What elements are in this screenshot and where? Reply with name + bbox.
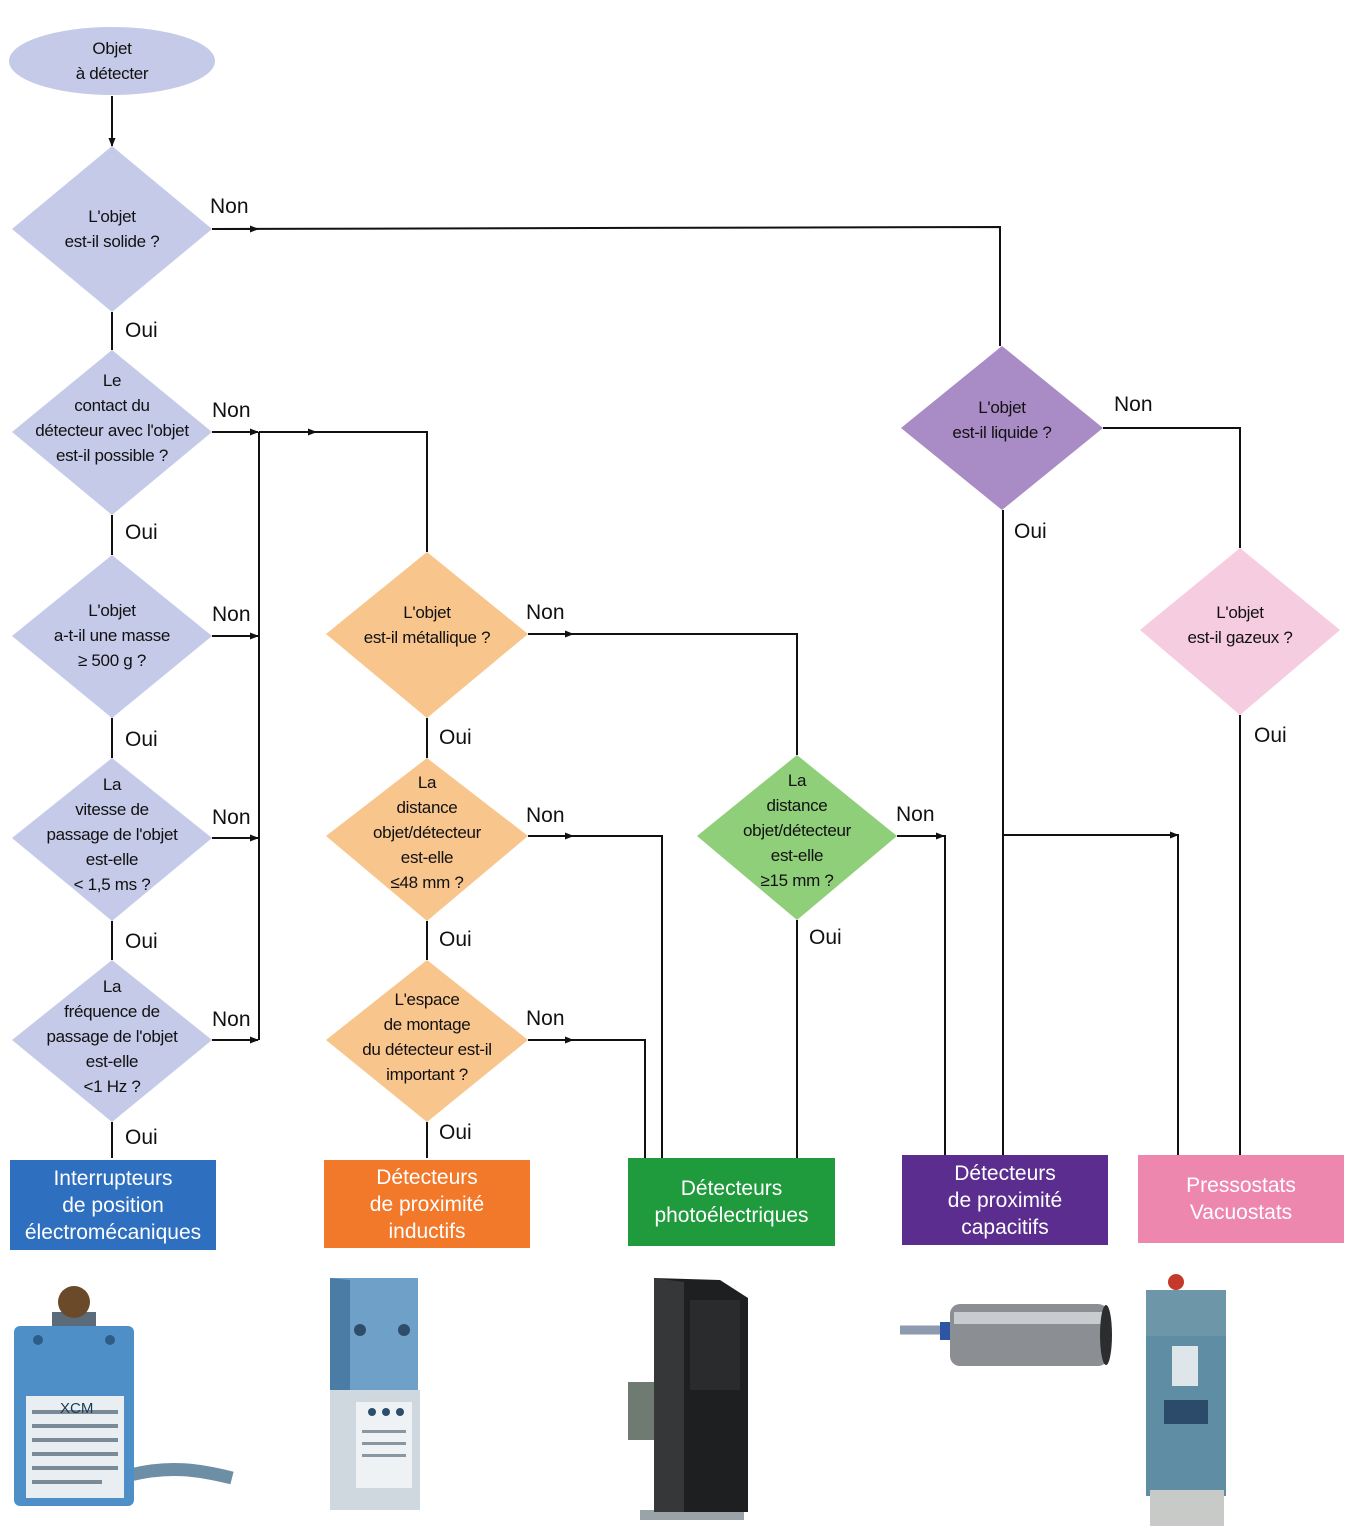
decision-frequence: [12, 960, 212, 1122]
connector-bus-metallique: [259, 431, 428, 552]
decision-distance48: [326, 758, 528, 921]
label-oui-gazeux: Oui: [1254, 724, 1287, 747]
result-box-capacitifs: [902, 1155, 1108, 1245]
label-oui-frequence: Oui: [125, 1126, 158, 1149]
label-non-distance15: Non: [896, 803, 935, 826]
decision-gazeux: [1140, 548, 1340, 715]
label-non-liquide: Non: [1114, 393, 1153, 416]
label-oui-metallique: Oui: [439, 726, 472, 749]
label-oui-distance15: Oui: [809, 926, 842, 949]
result-box-inductifs: [324, 1160, 530, 1248]
label-non-solide: Non: [210, 195, 249, 218]
label-oui-contact: Oui: [125, 521, 158, 544]
label-non-contact: Non: [212, 399, 251, 422]
connectors: [108, 96, 1241, 1158]
label-non-metallique: Non: [526, 601, 565, 624]
connector-branch-pressostats: [1003, 834, 1179, 1155]
label-oui-vitesse: Oui: [125, 930, 158, 953]
connector-liquide-gazeux: [1103, 427, 1241, 548]
label-non-masse: Non: [212, 603, 251, 626]
decision-metallique: [326, 552, 528, 718]
capacitive-sensor-image: [900, 1304, 1112, 1366]
result-interrupteurs: Interrupteurs de position électromécaniq…: [24, 1166, 202, 1244]
connector-solide-liquide: [211, 225, 1001, 346]
label-non-distance48: Non: [526, 804, 565, 827]
result-pressostats: Pressostats Vacuostats: [1186, 1174, 1296, 1224]
label-oui-espace: Oui: [439, 1121, 472, 1144]
label-non-frequence: Non: [212, 1008, 251, 1031]
connector-distance15-capacitifs: [897, 835, 946, 1155]
decision-contact: [12, 350, 212, 515]
label-oui-masse: Oui: [125, 728, 158, 751]
connector-distance48-photo: [528, 835, 663, 1158]
result-box-pressostats: [1138, 1155, 1344, 1243]
inductive-sensor-image: [330, 1278, 420, 1510]
decision-espace: [326, 960, 528, 1122]
decision-masse: [12, 555, 212, 718]
label-oui-solide: Oui: [125, 319, 158, 342]
label-oui-liquide: Oui: [1014, 520, 1047, 543]
connector-metallique-distance15: [528, 633, 798, 755]
result-capacitifs: Détecteurs de proximité capacitifs: [947, 1161, 1063, 1239]
decision-solide: [12, 146, 212, 312]
result-box-photo: [628, 1158, 835, 1246]
limit-switch-label: XCM: [60, 1400, 94, 1417]
pressure-switch-image: [1146, 1274, 1226, 1526]
photoelectric-sensor-image: [628, 1278, 748, 1520]
decision-distance15: [697, 755, 897, 920]
label-non-vitesse: Non: [212, 806, 251, 829]
result-photoelectriques: Détecteurs photoélectriques: [654, 1177, 809, 1227]
decision-liquide: [901, 346, 1103, 510]
limit-switch-image: [14, 1286, 234, 1506]
label-non-espace: Non: [526, 1007, 565, 1030]
result-inductifs: Détecteurs de proximité inductifs: [369, 1165, 485, 1243]
decision-vitesse: [12, 758, 212, 921]
label-oui-distance48: Oui: [439, 928, 472, 951]
start-node: [9, 27, 215, 95]
result-box-interrupteurs: [10, 1160, 216, 1250]
connector-espace-photo: [528, 1039, 646, 1158]
